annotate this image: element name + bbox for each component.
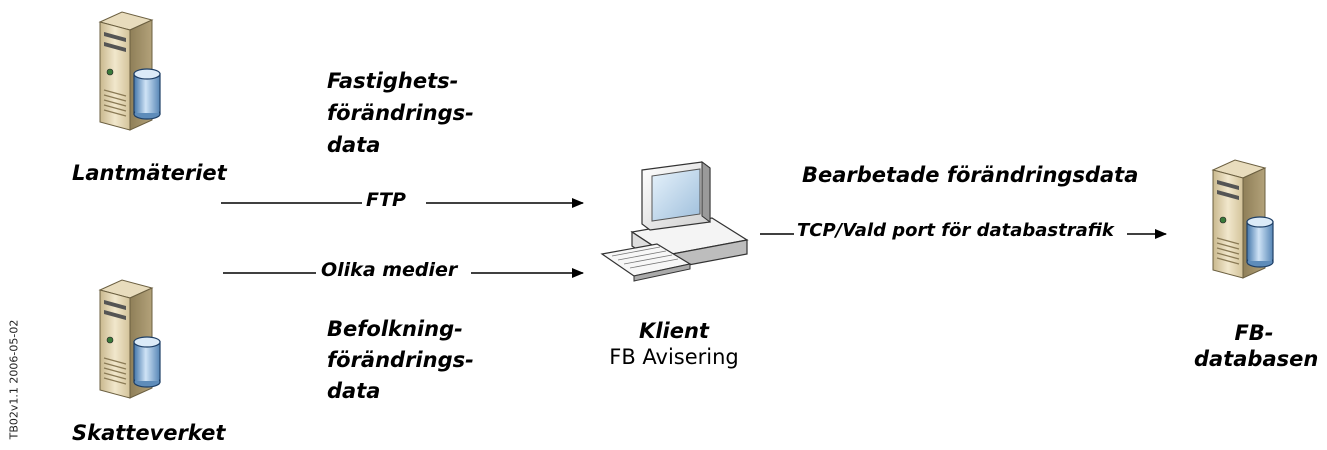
lantmateriet-label: Lantmäteriet — [72, 161, 227, 185]
computer-icon — [600, 161, 749, 282]
skatteverket-label: Skatteverket — [72, 421, 226, 445]
klient-subtitle: FB Avisering — [609, 345, 739, 370]
tcp-label: TCP/Vald port för databastrafik — [797, 220, 1114, 241]
fastighets-line3: data — [327, 133, 381, 157]
befolkning-line3: data — [327, 379, 381, 403]
fb-label-line2: databasen — [1194, 347, 1319, 372]
server-icon — [99, 279, 161, 399]
befolkning-line2: förändrings- — [327, 348, 474, 372]
server-icon — [1212, 159, 1274, 279]
klient-label: Klient FB Avisering — [604, 318, 744, 371]
fb-label-line1: FB- — [1234, 321, 1274, 345]
bearbetade-data-label: Bearbetade förändringsdata — [802, 163, 1139, 187]
fastighets-data-label: Fastighets- förändrings- data — [327, 65, 474, 161]
fb-databasen-label: FB- databasen — [1194, 320, 1319, 373]
befolkning-data-label: Befolkning- förändrings- data — [327, 314, 474, 407]
olika-medier-label: Olika medier — [321, 259, 458, 281]
befolkning-line1: Befolkning- — [327, 317, 463, 341]
ftp-label: FTP — [366, 189, 406, 211]
fastighets-line2: förändrings- — [327, 101, 474, 125]
fastighets-line1: Fastighets- — [327, 69, 459, 93]
document-id-label: TB02v1.1 2006-05-02 — [7, 319, 21, 440]
keyboard-icon — [600, 243, 692, 282]
klient-title: Klient — [639, 319, 709, 343]
server-icon — [99, 11, 161, 131]
